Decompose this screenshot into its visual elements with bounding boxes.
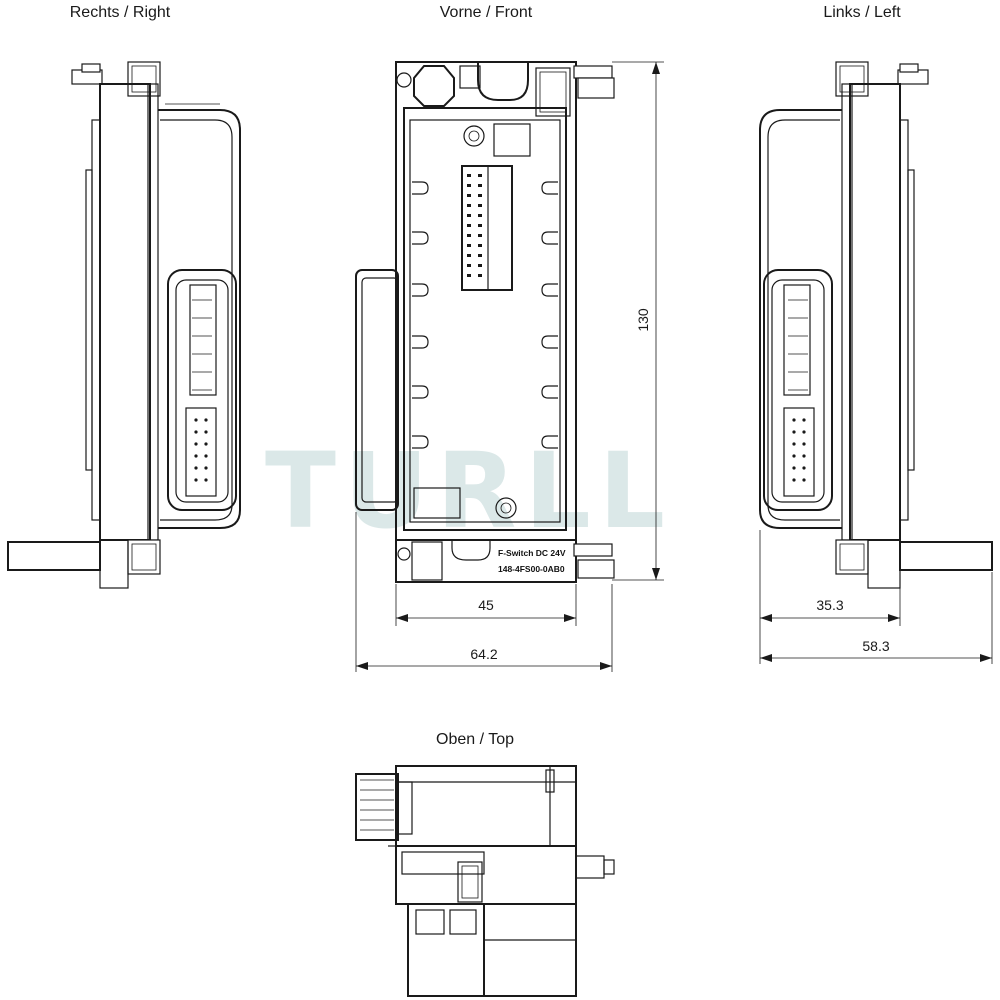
product-label-line2: 148-4FS00-0AB0 (498, 564, 565, 574)
dim-inner-width: 45 (478, 597, 494, 613)
right-view-title: Rechts / Right (70, 4, 171, 21)
front-view: F-Switch DC 24V 148-4FS00-0AB0 130 45 64… (355, 61, 664, 672)
top-view-title: Oben / Top (436, 731, 514, 748)
right-side-view (7, 61, 241, 589)
front-view-title: Vorne / Front (440, 4, 533, 21)
product-label-line1: F-Switch DC 24V (498, 548, 566, 558)
dim-left-total: 58.3 (862, 638, 889, 654)
left-side-view: 35.3 58.3 (759, 61, 993, 664)
left-view-title: Links / Left (823, 4, 901, 21)
dim-total-width: 64.2 (470, 646, 497, 662)
dim-left-depth: 35.3 (816, 597, 843, 613)
dim-height: 130 (635, 308, 651, 332)
top-view (355, 765, 615, 997)
watermark: TURLL (265, 430, 673, 552)
